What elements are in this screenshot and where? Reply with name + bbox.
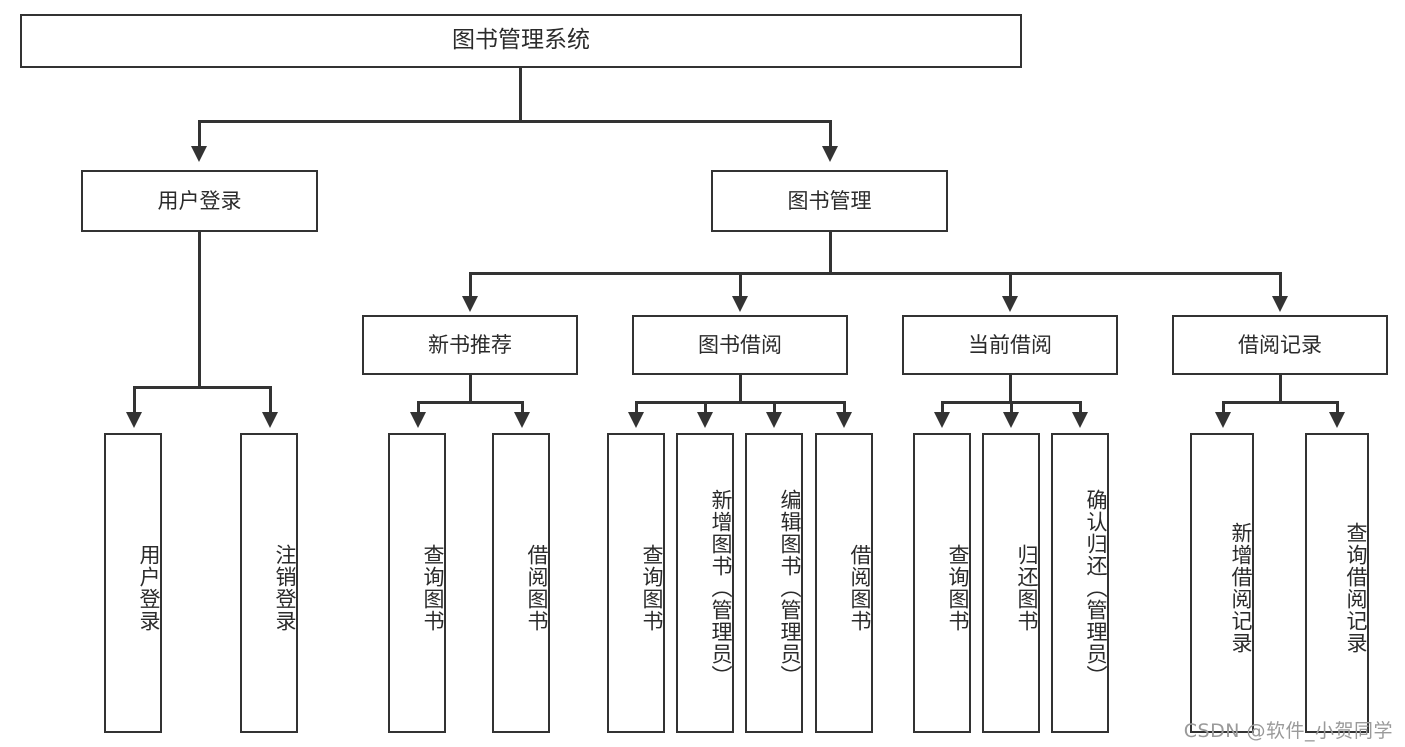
edge-user-login-bus — [133, 386, 271, 389]
arrow-root-to-user-login — [191, 146, 207, 162]
node-label: 确认归还（管理员） — [1084, 489, 1108, 687]
node-book-management[interactable]: 图书管理 — [711, 170, 948, 232]
node-label: 新增借阅记录 — [1229, 522, 1253, 654]
arrow-book-borrow-to-leaf-3 — [766, 412, 782, 428]
edge-new-book-to-leaf-2 — [521, 401, 524, 414]
node-label: 查询借阅记录 — [1344, 522, 1368, 654]
edge-book-borrow-to-leaf-3 — [773, 401, 776, 414]
node-label: 新增图书（管理员） — [709, 489, 733, 687]
node-label: 编辑图书（管理员） — [778, 489, 802, 687]
leaf-current-borrow-2[interactable]: 归还图书 — [982, 433, 1040, 733]
edge-current-borrow-to-leaf-1 — [941, 401, 944, 414]
node-label: 图书借阅 — [698, 332, 782, 357]
node-book-borrow[interactable]: 图书借阅 — [632, 315, 848, 375]
leaf-book-borrow-3[interactable]: 编辑图书（管理员） — [745, 433, 803, 733]
node-label: 当前借阅 — [968, 332, 1052, 357]
edge-new-book-to-leaf-1 — [417, 401, 420, 414]
leaf-book-borrow-1[interactable]: 查询图书 — [607, 433, 665, 733]
node-label: 用户登录 — [157, 188, 242, 213]
edge-book-mgmt-to-book-borrow — [739, 272, 742, 298]
edge-book-borrow-to-leaf-2 — [704, 401, 707, 414]
arrow-book-borrow-to-leaf-1 — [628, 412, 644, 428]
edge-current-borrow-to-leaf-3 — [1079, 401, 1082, 414]
node-label: 借阅记录 — [1238, 332, 1322, 357]
node-label: 查询图书 — [640, 544, 664, 632]
edge-borrow-record-to-leaf-1 — [1222, 401, 1225, 414]
node-label: 查询图书 — [946, 544, 970, 632]
leaf-borrow-record-2[interactable]: 查询借阅记录 — [1305, 433, 1369, 733]
leaf-current-borrow-1[interactable]: 查询图书 — [913, 433, 971, 733]
arrow-user-login-to-leaf-1 — [126, 412, 142, 428]
edge-book-borrow-bus — [635, 401, 845, 404]
edge-book-mgmt-stem — [829, 232, 832, 274]
node-label: 图书管理 — [787, 188, 872, 213]
arrow-current-borrow-to-leaf-2 — [1003, 412, 1019, 428]
leaf-book-borrow-2[interactable]: 新增图书（管理员） — [676, 433, 734, 733]
leaf-new-book-2[interactable]: 借阅图书 — [492, 433, 550, 733]
node-label: 新书推荐 — [428, 332, 512, 357]
leaf-borrow-record-1[interactable]: 新增借阅记录 — [1190, 433, 1254, 733]
edge-book-borrow-stem — [739, 375, 742, 403]
edge-borrow-record-stem — [1279, 375, 1282, 403]
leaf-user-login-1[interactable]: 用户登录 — [104, 433, 162, 733]
edge-new-book-bus — [417, 401, 523, 404]
arrow-borrow-record-to-leaf-1 — [1215, 412, 1231, 428]
arrow-user-login-to-leaf-2 — [262, 412, 278, 428]
leaf-book-borrow-4[interactable]: 借阅图书 — [815, 433, 873, 733]
node-label: 注销登录 — [273, 544, 297, 632]
arrow-book-mgmt-to-book-borrow — [732, 296, 748, 312]
node-label: 归还图书 — [1015, 544, 1039, 632]
edge-current-borrow-to-leaf-2 — [1010, 401, 1013, 414]
arrow-current-borrow-to-leaf-3 — [1072, 412, 1088, 428]
arrow-new-book-to-leaf-1 — [410, 412, 426, 428]
arrow-book-borrow-to-leaf-4 — [836, 412, 852, 428]
edge-borrow-record-bus — [1222, 401, 1338, 404]
edge-user-login-stem — [198, 232, 201, 388]
edge-root-to-user-login — [198, 120, 201, 148]
node-borrow-record[interactable]: 借阅记录 — [1172, 315, 1388, 375]
node-current-borrow[interactable]: 当前借阅 — [902, 315, 1118, 375]
arrow-book-mgmt-to-new-book — [462, 296, 478, 312]
arrow-book-mgmt-to-borrow-record — [1272, 296, 1288, 312]
arrow-book-mgmt-to-current-borrow — [1002, 296, 1018, 312]
node-label: 借阅图书 — [848, 544, 872, 632]
arrow-root-to-book-mgmt — [822, 146, 838, 162]
edge-book-mgmt-to-current-borrow — [1009, 272, 1012, 298]
edge-borrow-record-to-leaf-2 — [1336, 401, 1339, 414]
node-label: 用户登录 — [137, 544, 161, 632]
node-user-login[interactable]: 用户登录 — [81, 170, 318, 232]
node-new-book-recommend[interactable]: 新书推荐 — [362, 315, 578, 375]
edge-book-borrow-to-leaf-1 — [635, 401, 638, 414]
edge-root-stem — [519, 68, 522, 120]
edge-new-book-stem — [469, 375, 472, 403]
node-label: 借阅图书 — [525, 544, 549, 632]
leaf-new-book-1[interactable]: 查询图书 — [388, 433, 446, 733]
edge-root-to-book-mgmt — [829, 120, 832, 148]
edge-book-borrow-to-leaf-4 — [843, 401, 846, 414]
arrow-new-book-to-leaf-2 — [514, 412, 530, 428]
arrow-borrow-record-to-leaf-2 — [1329, 412, 1345, 428]
edge-book-mgmt-to-borrow-record — [1279, 272, 1282, 298]
edge-current-borrow-stem — [1009, 375, 1012, 403]
leaf-current-borrow-3[interactable]: 确认归还（管理员） — [1051, 433, 1109, 733]
node-root-system[interactable]: 图书管理系统 — [20, 14, 1022, 68]
edge-user-login-to-leaf-1 — [133, 386, 136, 414]
edge-user-login-to-leaf-2 — [269, 386, 272, 414]
edge-book-mgmt-to-new-book — [469, 272, 472, 298]
arrow-book-borrow-to-leaf-2 — [697, 412, 713, 428]
node-label: 查询图书 — [421, 544, 445, 632]
node-label: 图书管理系统 — [452, 27, 590, 54]
leaf-user-login-2[interactable]: 注销登录 — [240, 433, 298, 733]
edge-root-bus — [198, 120, 830, 123]
csdn-watermark: CSDN @软件_小贺同学 — [1183, 720, 1393, 742]
edge-book-mgmt-bus — [469, 272, 1281, 275]
arrow-current-borrow-to-leaf-1 — [934, 412, 950, 428]
